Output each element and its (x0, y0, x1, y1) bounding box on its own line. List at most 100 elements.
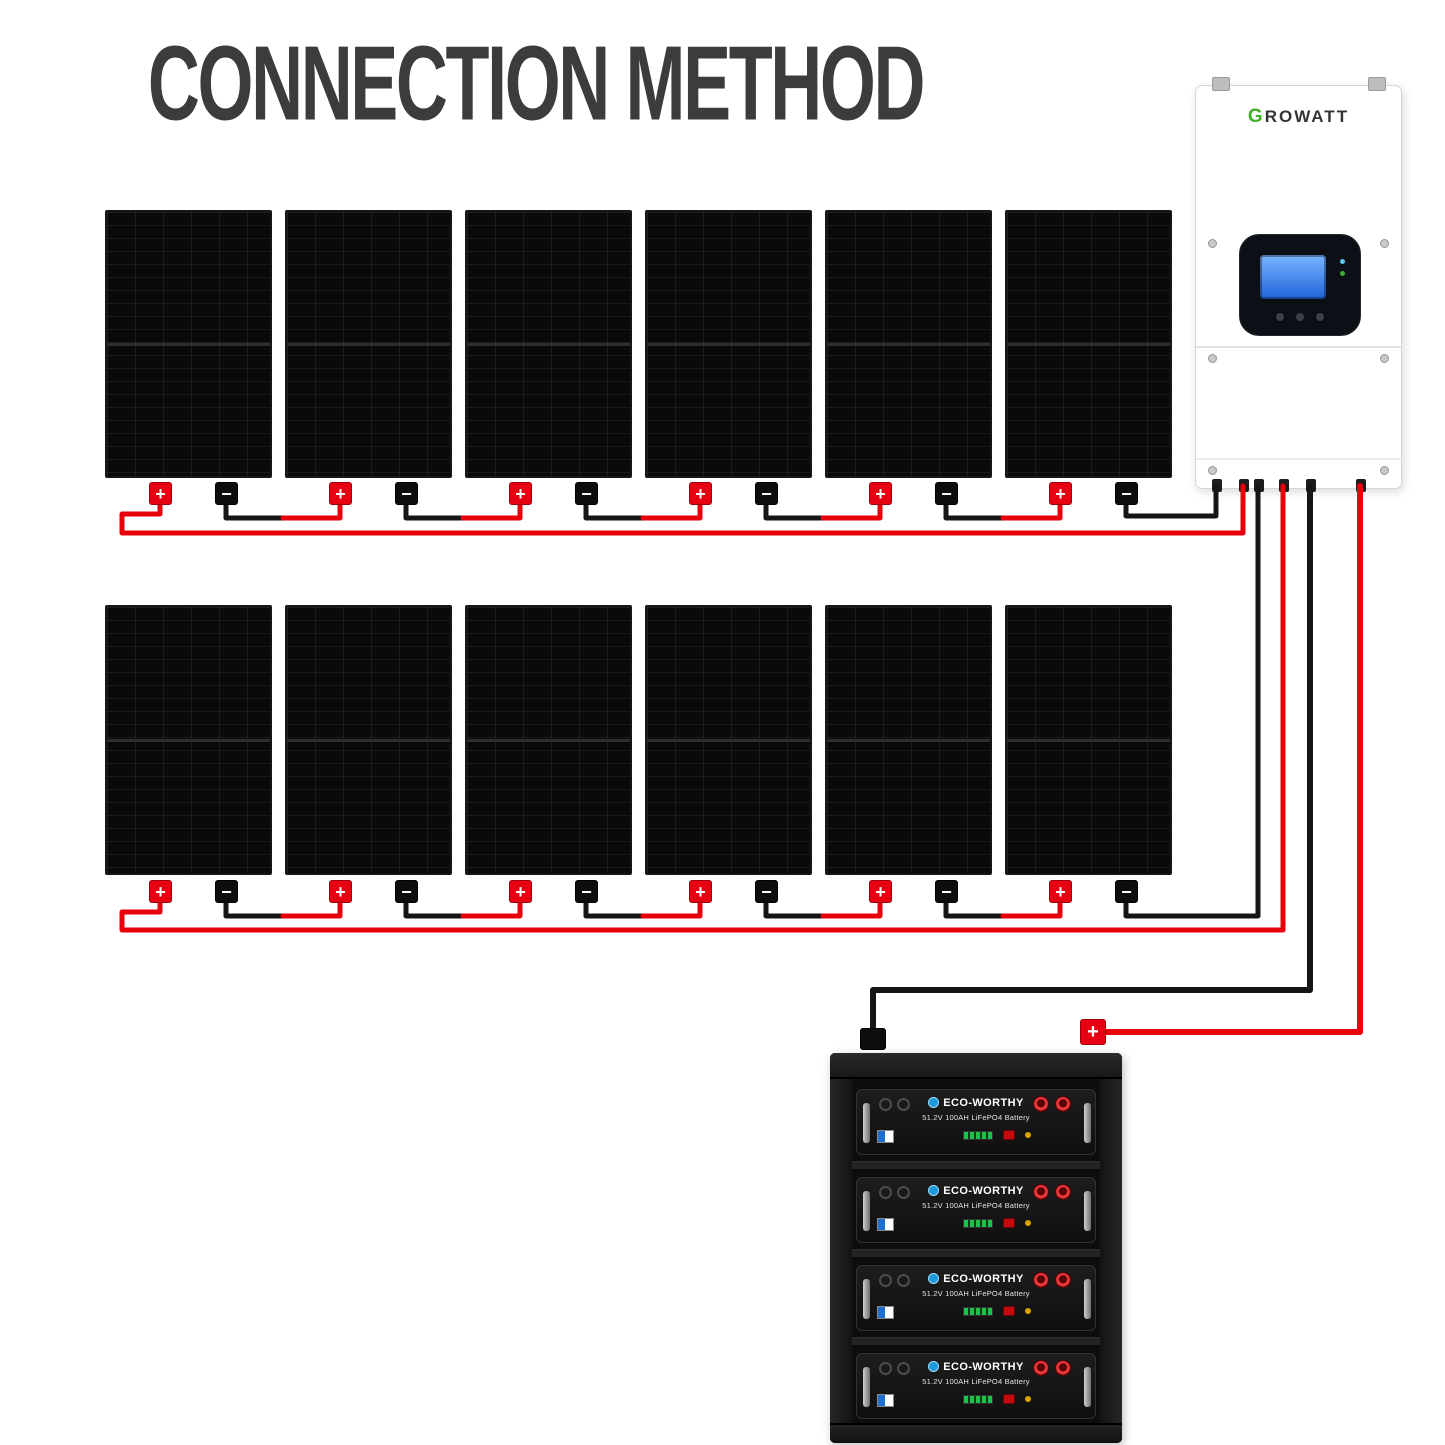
power-switch (1003, 1394, 1015, 1404)
soc-meter (963, 1219, 993, 1228)
battery-display (877, 1130, 894, 1143)
positive-terminal: + (689, 482, 712, 505)
solar-panel (645, 210, 812, 478)
battery-terminal (1055, 1360, 1071, 1376)
battery-module: ECO-WORTHY 51.2V 100AH LiFePO4 Battery (856, 1177, 1096, 1243)
eco-worthy-logo-icon (928, 1273, 940, 1284)
handle (1084, 1191, 1091, 1231)
case-seam (1196, 346, 1401, 348)
vent-icon (897, 1098, 910, 1111)
solar-panel (825, 605, 992, 875)
status-led (1340, 271, 1345, 276)
vent-icon (879, 1186, 892, 1199)
soc-meter (963, 1395, 993, 1404)
battery-brand: ECO-WORTHY (857, 1185, 1095, 1197)
solar-panel (285, 605, 452, 875)
battery-terminal (1033, 1184, 1049, 1200)
wiring-port (1306, 479, 1316, 492)
row1-positive-bus-wire (119, 483, 1246, 536)
screw (1208, 354, 1217, 363)
status-led (1340, 259, 1345, 264)
battery-terminal (1055, 1184, 1071, 1200)
positive-terminal: + (689, 880, 712, 903)
display-button (1296, 313, 1304, 321)
solar-panel (1005, 605, 1172, 875)
solar-panel (105, 605, 272, 875)
solar-panel (645, 605, 812, 875)
battery-model-label: 51.2V 100AH LiFePO4 Battery (922, 1113, 1030, 1122)
handle (863, 1103, 870, 1143)
rack-shelf (852, 1161, 1100, 1169)
positive-terminal: + (149, 880, 172, 903)
solar-panel (825, 210, 992, 478)
battery-brand: ECO-WORTHY (857, 1361, 1095, 1373)
wiring-port (1356, 479, 1366, 492)
screw (1208, 466, 1217, 475)
row1-negative-wire (1123, 483, 1219, 519)
negative-terminal: − (935, 482, 958, 505)
rack-base (830, 1423, 1122, 1443)
battery-brand: ECO-WORTHY (857, 1273, 1095, 1285)
rack-shelf (852, 1337, 1100, 1345)
handle (1084, 1103, 1091, 1143)
vent-icon (897, 1186, 910, 1199)
negative-terminal: − (935, 880, 958, 903)
rack-rail (1100, 1053, 1122, 1443)
negative-terminal: − (395, 880, 418, 903)
power-switch (1003, 1130, 1015, 1140)
battery-display (877, 1218, 894, 1231)
indicator-led (1025, 1220, 1031, 1226)
negative-terminal: − (215, 482, 238, 505)
handle (1084, 1367, 1091, 1407)
negative-terminal: − (1115, 880, 1138, 903)
vent-icon (897, 1362, 910, 1375)
wiring-port (1279, 479, 1289, 492)
negative-terminal: − (575, 482, 598, 505)
soc-meter (963, 1131, 993, 1140)
negative-terminal: − (215, 880, 238, 903)
lcd-screen (1260, 255, 1326, 299)
rack-rail (830, 1053, 852, 1443)
handle (1084, 1279, 1091, 1319)
positive-terminal: + (509, 880, 532, 903)
battery-terminal (1033, 1360, 1049, 1376)
screw (1380, 354, 1389, 363)
mounting-bracket (1212, 77, 1230, 91)
solar-panel (285, 210, 452, 478)
battery-terminal (1033, 1096, 1049, 1112)
screw (1380, 466, 1389, 475)
growatt-logo: GROWATT (1247, 106, 1350, 127)
solar-panel (105, 210, 272, 478)
battery-negative-connector (860, 1028, 886, 1050)
positive-terminal: + (149, 482, 172, 505)
battery-terminal (1055, 1096, 1071, 1112)
negative-terminal: − (395, 482, 418, 505)
vent-icon (897, 1274, 910, 1287)
rack-top (830, 1053, 1122, 1079)
positive-terminal: + (869, 880, 892, 903)
positive-terminal: + (869, 482, 892, 505)
display-button (1276, 313, 1284, 321)
battery-terminal (1055, 1272, 1071, 1288)
wiring-port (1239, 479, 1249, 492)
positive-terminal: + (1049, 482, 1072, 505)
handle (863, 1191, 870, 1231)
eco-worthy-logo-icon (928, 1185, 940, 1196)
vent-icon (879, 1098, 892, 1111)
inverter-display-panel (1239, 234, 1361, 336)
page-title: CONNECTION METHOD (147, 25, 925, 144)
battery-terminal (1033, 1272, 1049, 1288)
eco-worthy-logo-icon (928, 1361, 940, 1372)
positive-terminal: + (509, 482, 532, 505)
indicator-led (1025, 1308, 1031, 1314)
battery-model-label: 51.2V 100AH LiFePO4 Battery (922, 1377, 1030, 1386)
growatt-inverter: GROWATT (1195, 77, 1402, 492)
solar-panel (1005, 210, 1172, 478)
battery-brand: ECO-WORTHY (857, 1097, 1095, 1109)
battery-rack: ECO-WORTHY 51.2V 100AH LiFePO4 Battery E… (830, 1053, 1122, 1443)
negative-terminal: − (755, 880, 778, 903)
rack-shelf (852, 1249, 1100, 1257)
indicator-led (1025, 1396, 1031, 1402)
display-button (1316, 313, 1324, 321)
solar-panel (465, 605, 632, 875)
